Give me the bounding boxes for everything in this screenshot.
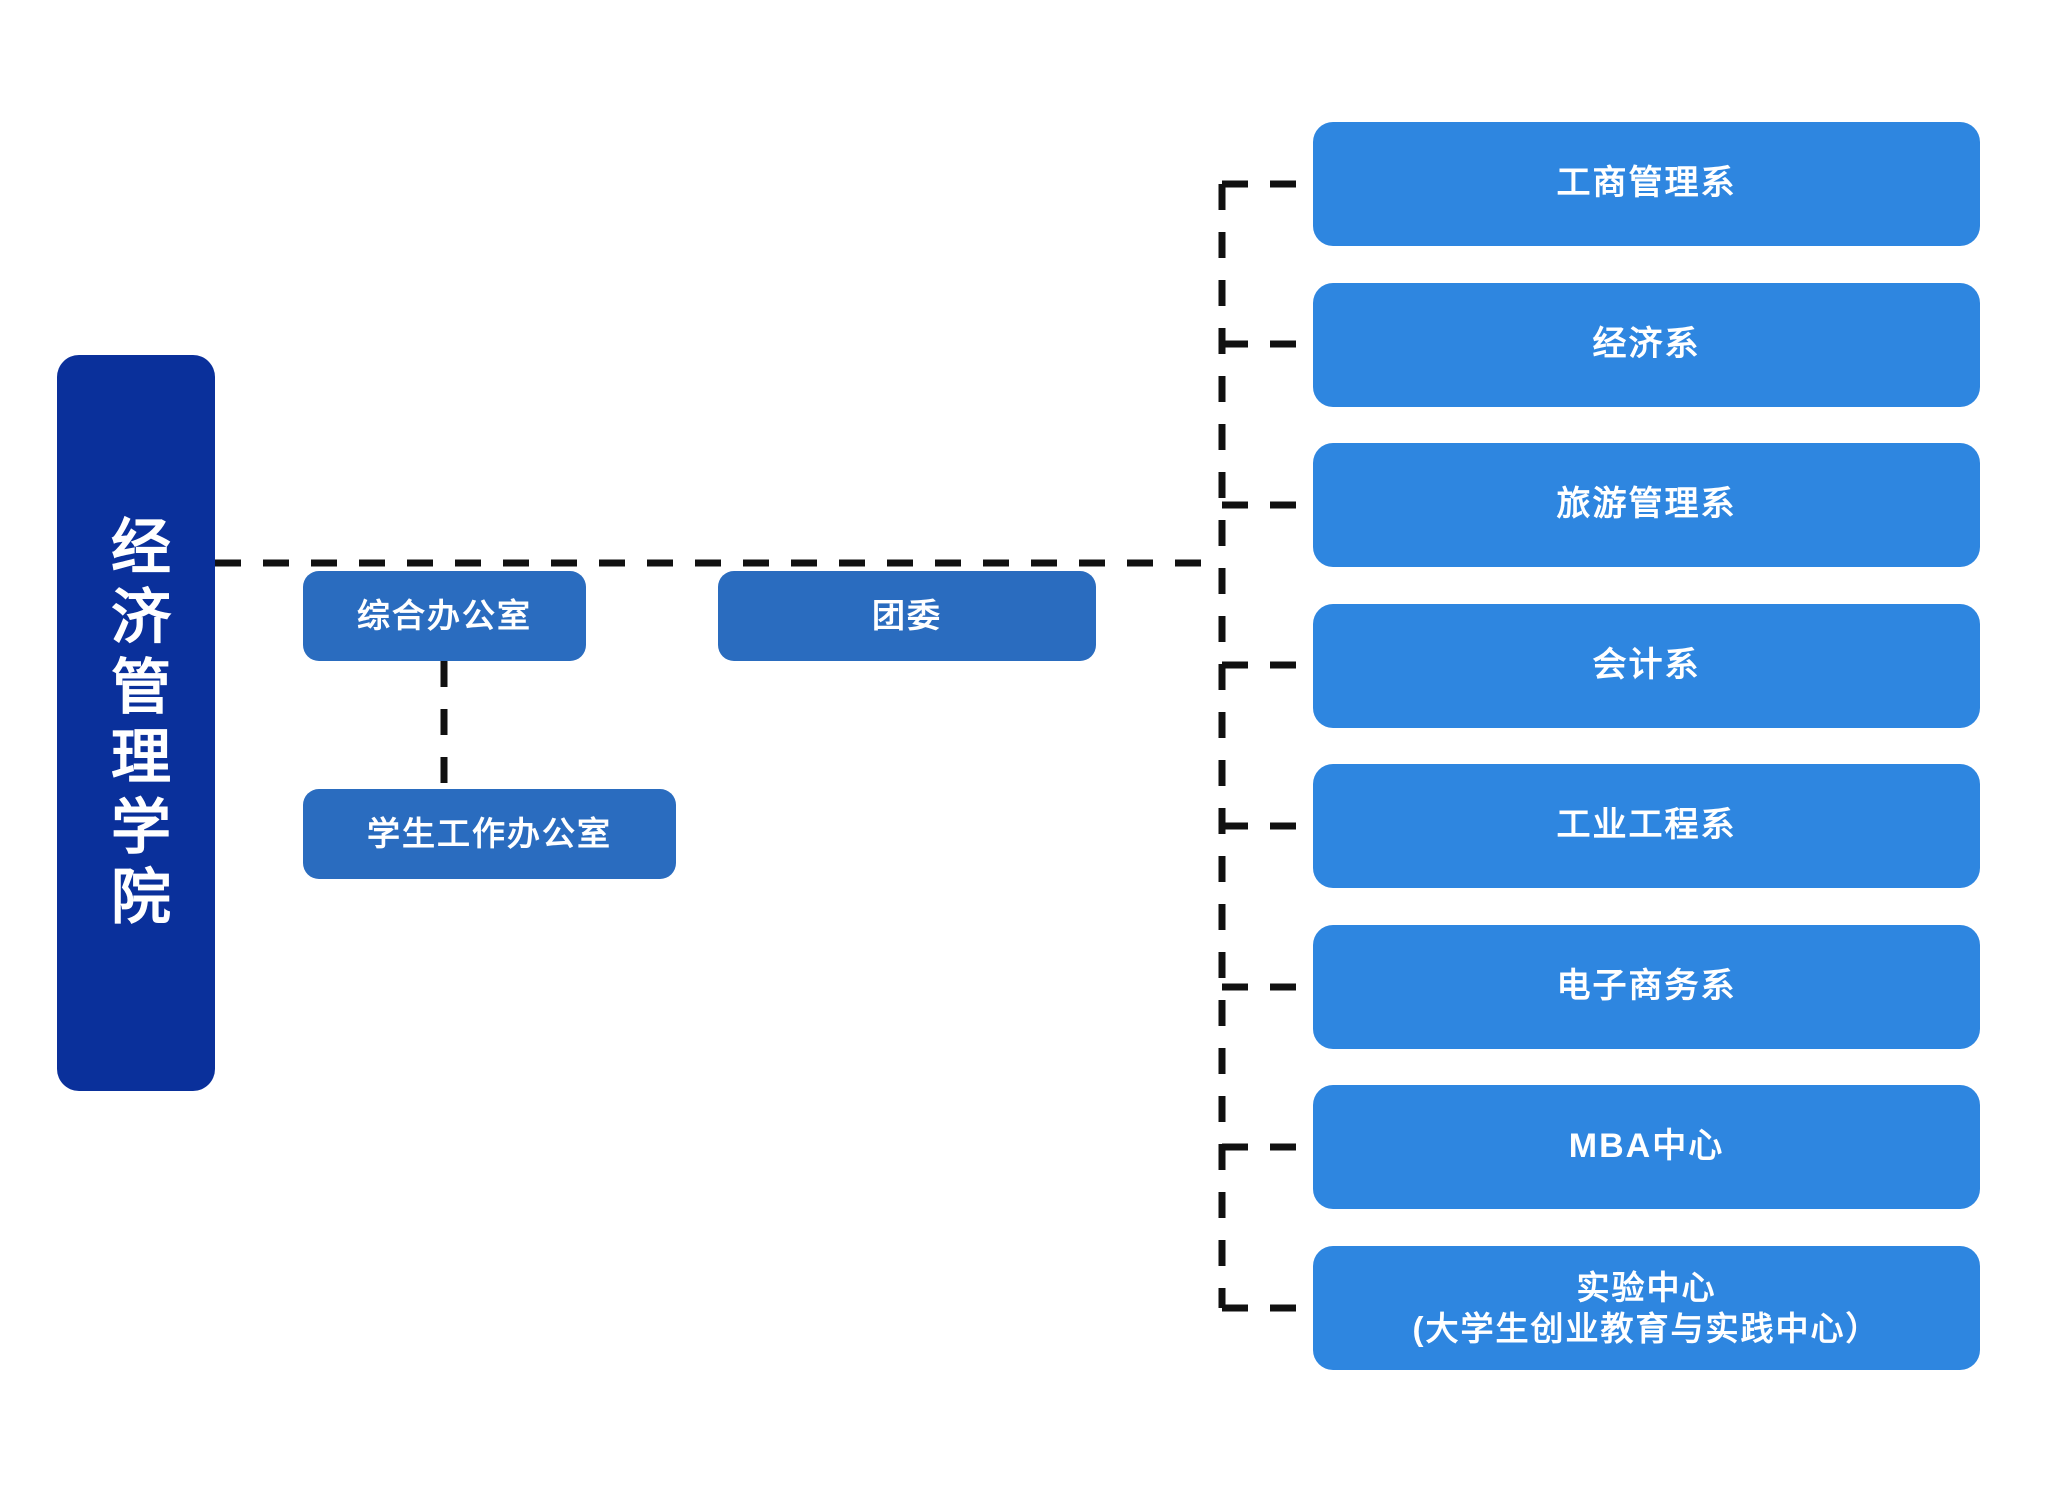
- node-accounting-department[interactable]: 会计系: [1313, 604, 1980, 728]
- node-student-affairs-office[interactable]: 学生工作办公室: [303, 789, 676, 879]
- node-youth-league-committee[interactable]: 团委: [718, 571, 1096, 661]
- node-mba-center[interactable]: MBA中心: [1313, 1085, 1980, 1209]
- node-experiment-center[interactable]: 实验中心 (大学生创业教育与实践中心）: [1313, 1246, 1980, 1370]
- root-node-economics-management-college[interactable]: 经济管理学院: [57, 355, 215, 1091]
- node-tourism-management-department[interactable]: 旅游管理系: [1313, 443, 1980, 567]
- node-comprehensive-office[interactable]: 综合办公室: [303, 571, 586, 661]
- node-ecommerce-department[interactable]: 电子商务系: [1313, 925, 1980, 1049]
- node-industrial-engineering-department[interactable]: 工业工程系: [1313, 764, 1980, 888]
- node-economics-department[interactable]: 经济系: [1313, 283, 1980, 407]
- node-business-administration-department[interactable]: 工商管理系: [1313, 122, 1980, 246]
